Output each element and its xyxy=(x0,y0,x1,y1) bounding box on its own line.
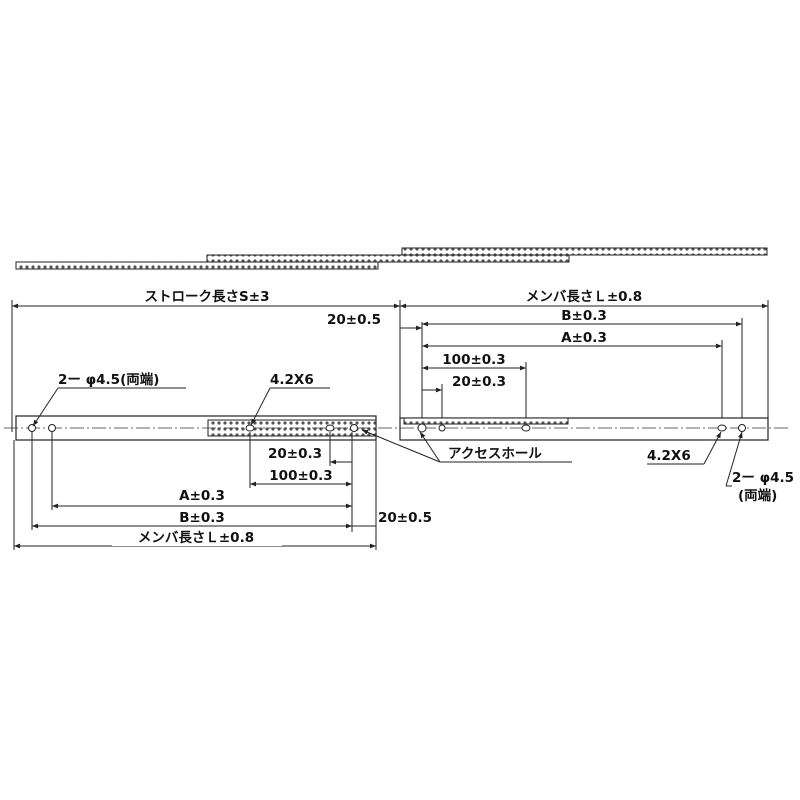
rail-plan-view xyxy=(4,415,790,441)
top-offset-label: 20±0.5 xyxy=(327,312,381,328)
access-hole-label: アクセスホール xyxy=(448,446,542,462)
slot-left-1 xyxy=(245,424,255,432)
left-hole-callout-label: 2ー φ4.5(両端) xyxy=(58,371,159,388)
bottom-b-label: B±0.3 xyxy=(179,510,225,526)
bottom-100-label: 100±0.3 xyxy=(269,468,332,484)
stroke-length-dimension: ストローク長さS±3 xyxy=(11,287,401,432)
top-b-label: B±0.3 xyxy=(561,308,607,324)
member-length-bottom-label: メンバ長さＬ±0.8 xyxy=(138,530,254,546)
left-slot-callout: 4.2X6 xyxy=(250,372,330,426)
bottom-20-dimension: 20±0.3 xyxy=(249,432,353,532)
mount-hole-right-end xyxy=(738,424,746,432)
left-slot-callout-label: 4.2X6 xyxy=(270,372,314,388)
member-length-top-dimension: メンバ長さＬ±0.8 xyxy=(400,287,769,432)
top-100-label: 100±0.3 xyxy=(442,352,505,368)
bottom-offset-dimension: 20±0.5 xyxy=(352,440,432,550)
right-hole-callout: 2ー φ4.5 (両端) xyxy=(725,431,794,504)
bottom-20-label: 20±0.3 xyxy=(268,446,322,462)
right-slot-callout: 4.2X6 xyxy=(647,431,722,465)
stroke-length-label: ストローク長さS±3 xyxy=(145,289,270,305)
rail-side-view xyxy=(15,247,768,270)
bottom-a-dimension: A±0.3 xyxy=(51,432,352,510)
bottom-b-dimension: B±0.3 xyxy=(31,432,352,530)
top-a-label: A±0.3 xyxy=(561,330,607,346)
member-length-top-label: メンバ長さＬ±0.8 xyxy=(526,289,642,305)
rail-inner-ball-section xyxy=(403,417,569,425)
left-hole-callout: 2ー φ4.5(両端) xyxy=(32,371,186,427)
right-hole-callout-label-2: (両端) xyxy=(738,487,777,504)
access-hole-callout: アクセスホール xyxy=(361,429,572,463)
mount-hole-left-2 xyxy=(48,424,56,432)
right-hole-callout-label-1: 2ー φ4.5 xyxy=(732,470,794,486)
mount-hole-left-3 xyxy=(350,424,358,432)
bottom-offset-label: 20±0.5 xyxy=(378,510,432,526)
mount-hole-left-end xyxy=(28,424,36,432)
rail-outer-member-side xyxy=(15,261,379,270)
top-b-dimension: B±0.3 xyxy=(422,308,743,428)
top-a-dimension: A±0.3 xyxy=(422,330,723,426)
slot-right-1 xyxy=(521,424,531,432)
top-20-label: 20±0.3 xyxy=(452,374,506,390)
mount-hole-right-1 xyxy=(438,424,446,432)
slot-right-2 xyxy=(717,424,727,432)
slot-left-2 xyxy=(325,424,335,432)
bottom-a-label: A±0.3 xyxy=(179,488,225,504)
top-100-dimension: 100±0.3 xyxy=(422,352,527,426)
rail-intermediate-member-side xyxy=(206,254,570,263)
access-hole-1 xyxy=(417,423,427,433)
rail-inner-member-side xyxy=(401,247,768,256)
top-offset-dimension: 20±0.5 xyxy=(327,312,423,432)
right-slot-callout-label: 4.2X6 xyxy=(647,448,691,464)
member-length-bottom-dimension: メンバ長さＬ±0.8 xyxy=(13,440,376,550)
bottom-100-dimension: 100±0.3 xyxy=(250,468,352,487)
